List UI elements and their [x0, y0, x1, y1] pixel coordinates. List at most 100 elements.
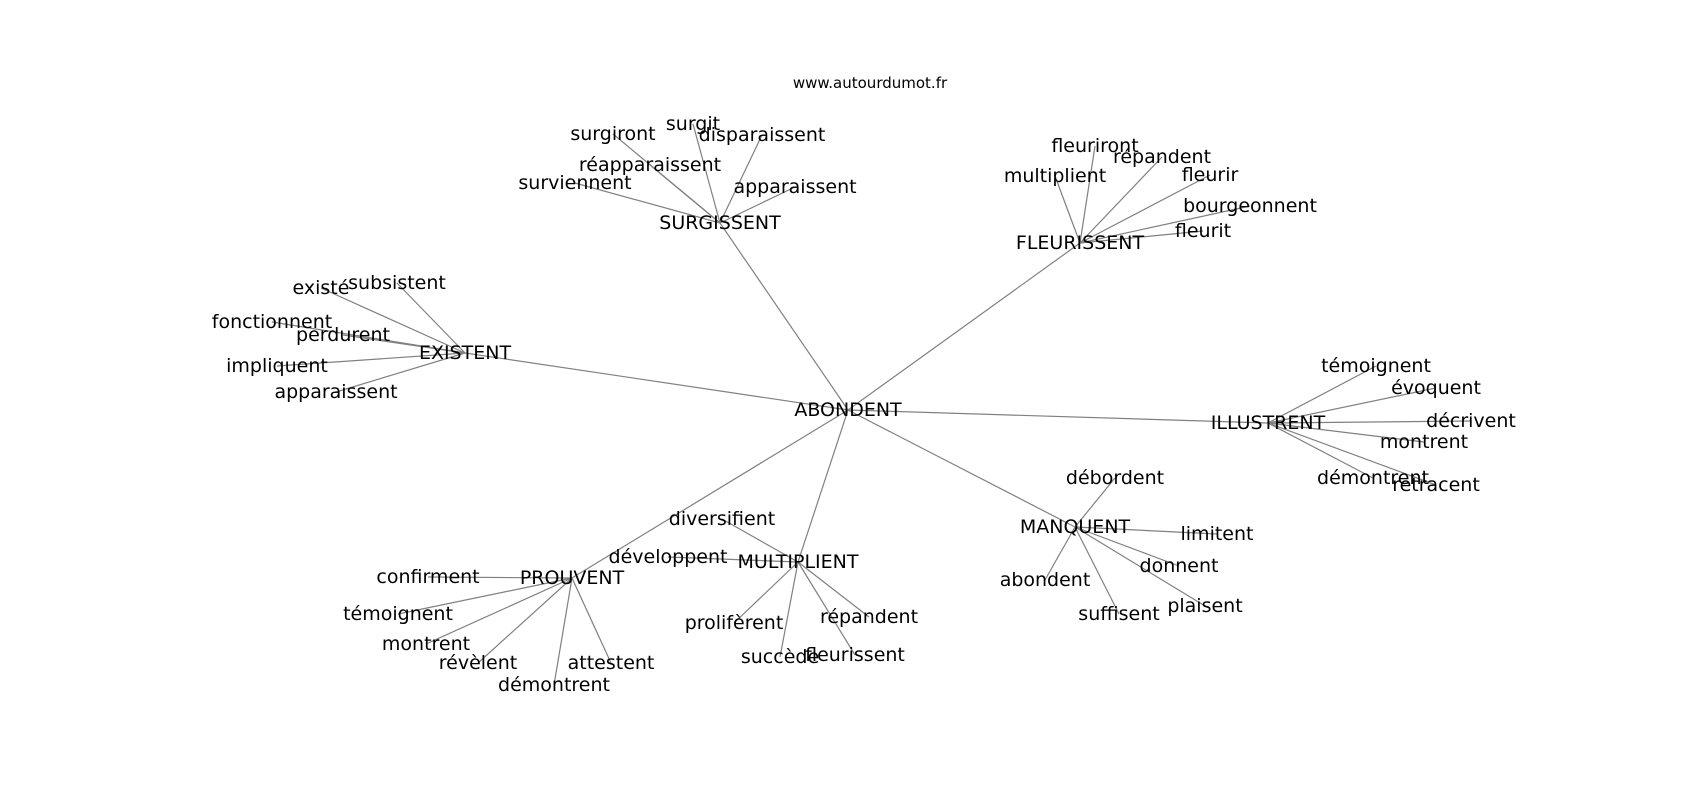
edge-prouvent-leaf-0 — [427, 576, 573, 579]
leaf-node: disparaissent — [699, 124, 826, 146]
edge-manquent-leaf-2 — [1074, 526, 1180, 567]
edge-prouvent-leaf-3 — [477, 577, 573, 664]
edge-surgissent-leaf-3 — [649, 164, 721, 224]
leaf-node: fleurir — [1182, 164, 1239, 186]
edge-existent-leaf-4 — [276, 352, 466, 367]
edge-multiplient-leaf-3 — [797, 561, 870, 618]
edge-fleurissent-leaf-3 — [1079, 174, 1211, 244]
hub-node-illustrent: ILLUSTRENT — [1211, 412, 1326, 434]
leaf-node: plaisent — [1167, 595, 1242, 617]
edge-multiplient-leaf-4 — [779, 561, 799, 658]
edge-root-fleurissent — [847, 242, 1081, 411]
hub-node-surgissent: SURGISSENT — [659, 212, 781, 234]
leaf-node: apparaissent — [274, 381, 397, 403]
leaf-node: fleuriront — [1051, 135, 1138, 157]
edge-illustrent-leaf-0 — [1267, 365, 1377, 424]
edge-illustrent-leaf-1 — [1267, 387, 1437, 424]
edge-fleurissent-leaf-4 — [1079, 205, 1251, 244]
edge-surgissent-leaf-5 — [719, 186, 796, 224]
leaf-node: débordent — [1066, 467, 1164, 489]
leaf-node: décrivent — [1426, 410, 1516, 432]
edge-illustrent-leaf-3 — [1267, 422, 1425, 443]
edge-surgissent-leaf-4 — [574, 182, 721, 224]
edge-fleurissent-leaf-1 — [1079, 156, 1163, 244]
leaf-node: révèlent — [439, 652, 517, 674]
edge-existent-leaf-0 — [320, 287, 466, 354]
hub-node-fleurissent: FLEURISSENT — [1016, 232, 1145, 254]
leaf-node: donnent — [1140, 555, 1219, 577]
edge-manquent-leaf-3 — [1044, 526, 1076, 581]
leaf-node: subsistent — [348, 272, 446, 294]
leaf-node: suffisent — [1078, 603, 1159, 625]
leaf-node: témoignent — [1321, 355, 1431, 377]
leaf-node: évoquent — [1391, 377, 1481, 399]
leaf-node: confirment — [376, 566, 479, 588]
leaf-node: existé — [293, 277, 350, 299]
leaf-node: témoignent — [343, 603, 453, 625]
leaf-node: succède — [741, 646, 819, 668]
edge-manquent-leaf-5 — [1074, 526, 1206, 607]
leaf-node: fleurit — [1175, 220, 1231, 242]
leaf-node: attestent — [568, 652, 655, 674]
edge-existent-leaf-1 — [396, 282, 466, 354]
edge-prouvent-leaf-1 — [397, 577, 573, 615]
edge-multiplient-leaf-0 — [721, 518, 799, 563]
edge-manquent-leaf-0 — [1074, 477, 1116, 528]
leaf-node: montrent — [382, 633, 470, 655]
edge-manquent-leaf-1 — [1074, 526, 1218, 535]
graph-edges — [271, 123, 1472, 686]
edge-fleurissent-leaf-0 — [1079, 145, 1096, 244]
leaf-node: bourgeonnent — [1183, 195, 1317, 217]
edge-multiplient-leaf-2 — [733, 561, 799, 624]
edge-prouvent-leaf-5 — [553, 577, 573, 686]
leaf-node: fonctionnent — [212, 311, 332, 333]
edge-prouvent-leaf-2 — [425, 577, 573, 645]
edge-existent-leaf-3 — [342, 334, 466, 354]
hub-node-existent: EXISTENT — [419, 342, 512, 364]
root-node: ABONDENT — [794, 399, 902, 421]
edge-fleurissent-leaf-2 — [1054, 175, 1081, 244]
edge-illustrent-leaf-5 — [1267, 422, 1437, 486]
edge-root-prouvent — [571, 409, 849, 579]
edge-multiplient-leaf-1 — [667, 556, 799, 563]
leaf-node: diversifient — [669, 508, 775, 530]
edge-existent-leaf-5 — [335, 352, 466, 393]
leaf-node: limitent — [1181, 523, 1254, 545]
edge-manquent-leaf-4 — [1074, 526, 1120, 615]
edge-prouvent-leaf-4 — [571, 577, 612, 664]
leaf-node: prolifèrent — [685, 612, 784, 634]
leaf-node: réapparaissent — [579, 154, 721, 176]
edge-illustrent-leaf-2 — [1267, 420, 1472, 424]
edge-root-manquent — [847, 409, 1076, 528]
hub-node-manquent: MANQUENT — [1020, 516, 1131, 538]
leaf-node: perdurent — [296, 324, 390, 346]
hub-node-prouvent: PROUVENT — [520, 567, 625, 589]
leaf-node: fleurissent — [805, 644, 905, 666]
edge-surgissent-leaf-2 — [719, 134, 763, 224]
edge-root-illustrent — [847, 409, 1269, 424]
leaf-node: abondent — [1000, 569, 1091, 591]
leaf-node: impliquent — [226, 355, 328, 377]
edge-root-surgissent — [719, 222, 849, 411]
edge-illustrent-leaf-4 — [1267, 422, 1374, 479]
leaf-node: multiplient — [1004, 165, 1106, 187]
edge-root-multiplient — [797, 409, 849, 563]
source-url: www.autourdumot.fr — [793, 74, 948, 92]
leaf-node: apparaissent — [733, 176, 856, 198]
leaf-node: démontrent — [1317, 467, 1429, 489]
leaf-node: montrent — [1380, 431, 1468, 453]
leaf-node: surviennent — [518, 172, 631, 194]
leaf-node: surgiront — [570, 123, 655, 145]
leaf-node: retracent — [1392, 474, 1480, 496]
leaf-node: démontrent — [498, 674, 610, 696]
leaf-node: surgit — [666, 113, 720, 135]
leaf-node: répandent — [1113, 146, 1211, 168]
edge-surgissent-leaf-1 — [692, 123, 721, 224]
leaf-node: développent — [609, 546, 728, 568]
hub-node-multiplient: MULTIPLIENT — [738, 551, 859, 573]
edge-multiplient-leaf-5 — [797, 561, 856, 656]
edge-root-existent — [464, 352, 849, 411]
leaf-node: répandent — [820, 606, 918, 628]
